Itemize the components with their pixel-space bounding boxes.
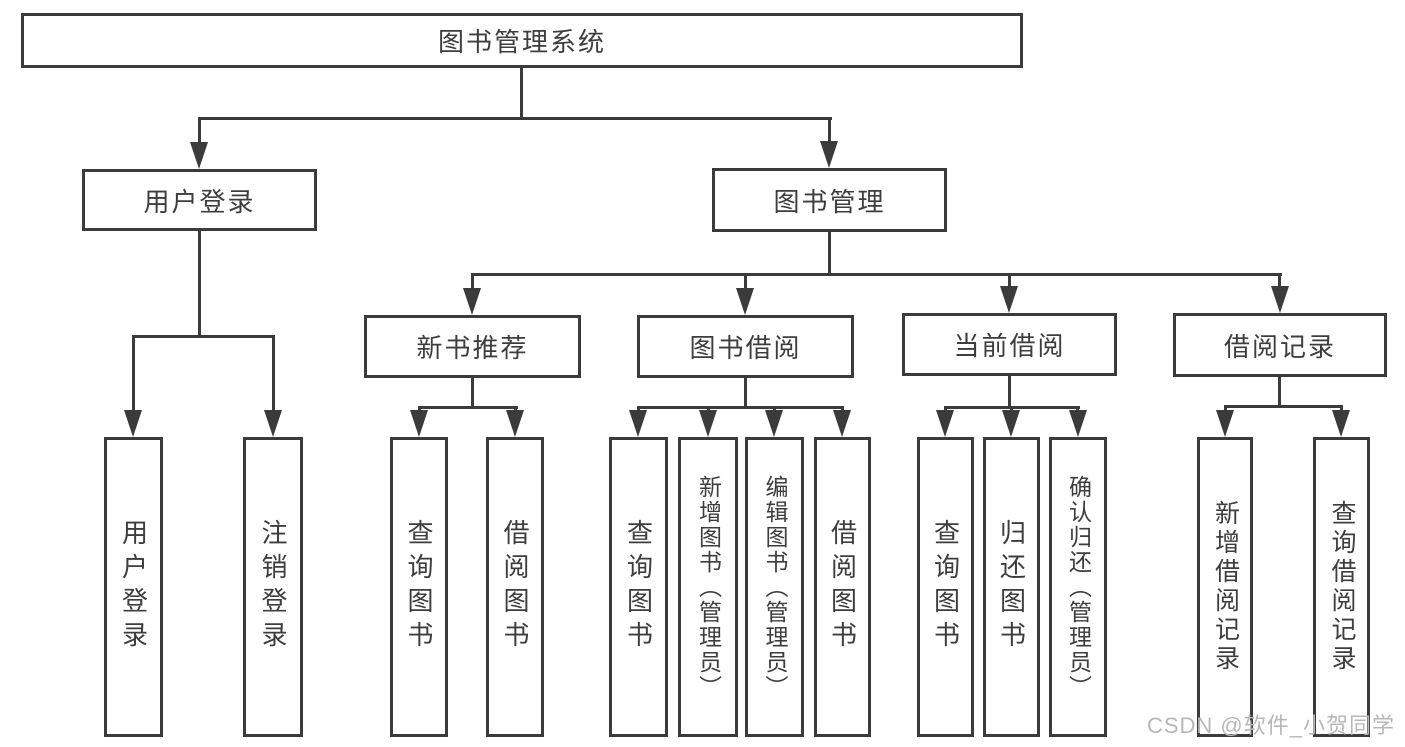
leaf-query-books-current: 查询图书	[917, 437, 974, 737]
arrowhead-down-icon	[1332, 410, 1350, 437]
connector-line	[1008, 273, 1011, 288]
node-new-book-recommendation: 新书推荐	[364, 315, 581, 378]
leaf-label: 新增图书（管理员）	[695, 474, 722, 700]
node-current-borrowing: 当前借阅	[902, 313, 1117, 376]
connector-line	[707, 406, 710, 412]
node-borrowing-records: 借阅记录	[1173, 313, 1387, 377]
node-book-borrowing: 图书借阅	[637, 315, 854, 378]
leaf-label: 确认归还（管理员）	[1065, 474, 1092, 700]
connector-line	[471, 273, 474, 290]
arrowhead-down-icon	[936, 410, 954, 437]
connector-line	[1010, 406, 1013, 412]
connector-line	[828, 232, 831, 273]
leaf-label: 用户登录	[118, 519, 149, 655]
leaf-label: 编辑图书（管理员）	[762, 474, 788, 700]
connector-line	[637, 406, 844, 409]
node-label: 图书借阅	[689, 333, 802, 363]
connector-line	[773, 406, 776, 412]
leaf-query-books-borrow: 查询图书	[609, 437, 668, 737]
arrowhead-down-icon	[699, 410, 717, 437]
connector-line	[1008, 376, 1011, 406]
connector-line	[132, 335, 135, 413]
leaf-edit-books-admin: 编辑图书（管理员）	[745, 437, 804, 737]
arrowhead-down-icon	[629, 410, 647, 437]
leaf-label: 查询图书	[930, 519, 961, 655]
node-book-management: 图书管理	[712, 168, 947, 232]
leaf-add-books-admin: 新增图书（管理员）	[678, 437, 738, 737]
connector-line	[520, 68, 523, 117]
connector-line	[828, 117, 831, 145]
leaf-label: 查询图书	[623, 519, 654, 655]
connector-line	[1340, 405, 1343, 412]
connector-line	[744, 273, 747, 290]
watermark: CSDN @软件_小贺同学	[1146, 713, 1395, 738]
leaf-borrow-books: 借阅图书	[814, 437, 871, 737]
leaf-label: 借阅图书	[500, 519, 530, 655]
leaf-return-books: 归还图书	[983, 437, 1040, 737]
arrowhead-down-icon	[463, 288, 481, 315]
node-label: 新书推荐	[416, 333, 529, 363]
node-label: 图书管理系统	[437, 27, 606, 57]
connector-line	[418, 406, 518, 409]
arrowhead-down-icon	[1216, 410, 1234, 437]
leaf-label: 注销登录	[258, 519, 288, 655]
node-label: 用户登录	[143, 186, 256, 217]
connector-line	[198, 117, 201, 145]
connector-line	[637, 406, 640, 412]
node-label: 图书管理	[773, 186, 886, 217]
leaf-query-borrow-record: 查询借阅记录	[1313, 437, 1370, 737]
connector-line	[1278, 273, 1281, 288]
arrowhead-down-icon	[264, 410, 282, 437]
leaf-confirm-return-admin: 确认归还（管理员）	[1049, 437, 1107, 737]
leaf-label: 查询借阅记录	[1328, 500, 1356, 674]
arrowhead-down-icon	[1000, 286, 1018, 313]
arrowhead-down-icon	[765, 410, 783, 437]
connector-line	[198, 231, 201, 335]
connector-line	[1224, 405, 1227, 412]
leaf-query-books-recommend: 查询图书	[390, 437, 448, 737]
arrowhead-down-icon	[1271, 286, 1289, 313]
leaf-label: 查询图书	[404, 519, 434, 655]
arrowhead-down-icon	[1069, 410, 1087, 437]
connector-line	[1224, 405, 1343, 408]
leaf-borrow-books-recommend: 借阅图书	[486, 437, 544, 737]
node-library-management-system: 图书管理系统	[21, 13, 1023, 68]
arrowhead-down-icon	[833, 410, 851, 437]
node-label: 借阅记录	[1223, 331, 1336, 362]
connector-line	[132, 335, 275, 338]
leaf-user-login: 用户登录	[104, 437, 163, 737]
connector-line	[944, 406, 947, 412]
arrowhead-down-icon	[820, 141, 838, 168]
arrowhead-down-icon	[410, 410, 428, 437]
arrowhead-down-icon	[124, 410, 142, 437]
leaf-label: 新增借阅记录	[1211, 500, 1240, 674]
connector-line	[1076, 406, 1079, 412]
connector-line	[471, 273, 1282, 276]
connector-line	[841, 406, 844, 412]
connector-line	[1278, 377, 1281, 405]
node-user-login: 用户登录	[82, 169, 317, 231]
arrowhead-down-icon	[736, 288, 754, 315]
leaf-label: 借阅图书	[827, 519, 858, 655]
arrowhead-down-icon	[506, 410, 524, 437]
leaf-label: 归还图书	[996, 519, 1027, 655]
arrowhead-down-icon	[1002, 410, 1020, 437]
connector-line	[514, 406, 517, 412]
connector-line	[471, 378, 474, 406]
node-label: 当前借阅	[953, 331, 1066, 361]
connector-line	[744, 378, 747, 406]
arrowhead-down-icon	[190, 142, 208, 169]
leaf-add-borrow-record: 新增借阅记录	[1197, 437, 1253, 737]
connector-line	[272, 335, 275, 413]
connector-line	[198, 117, 832, 120]
leaf-logout: 注销登录	[243, 437, 303, 737]
connector-line	[418, 406, 421, 412]
